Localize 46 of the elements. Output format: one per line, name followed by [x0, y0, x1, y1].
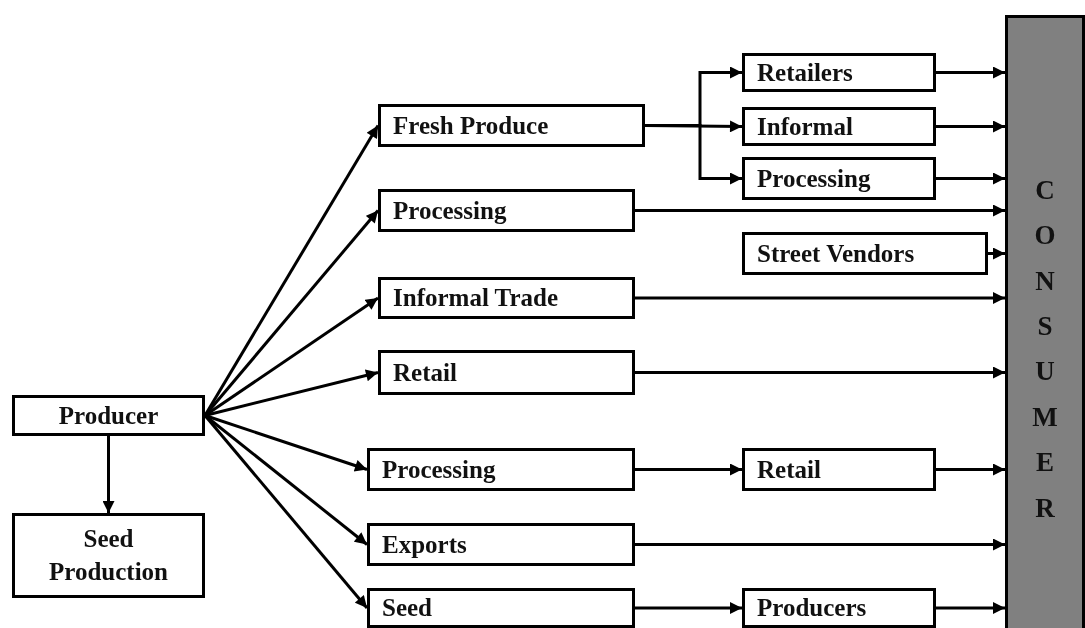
node-label: Retailers	[757, 58, 853, 87]
node-label: Processing	[393, 196, 507, 225]
node-label: Exports	[382, 530, 467, 559]
consumer-bar	[1005, 15, 1085, 628]
node-label: Retail	[757, 455, 821, 484]
arrow	[645, 124, 742, 185]
node-label: Producer	[58, 401, 159, 430]
arrow	[936, 602, 1005, 614]
process-box	[12, 513, 205, 598]
arrow	[635, 292, 1005, 304]
node-label: Fresh Produce	[393, 111, 549, 140]
node-label: Seed	[382, 594, 432, 622]
node-label: Retail	[393, 358, 457, 387]
process-box	[742, 53, 936, 92]
process-box	[378, 189, 635, 232]
arrow	[988, 247, 1005, 260]
process-box	[367, 448, 635, 491]
process-box	[367, 523, 635, 566]
arrow	[635, 463, 742, 476]
arrow	[635, 204, 1005, 217]
node-label: Informal Trade	[393, 284, 559, 312]
process-box	[12, 395, 205, 436]
process-box	[742, 588, 936, 628]
process-box	[742, 157, 936, 200]
arrow	[635, 366, 1005, 379]
arrow	[635, 602, 742, 614]
node-label: Informal	[757, 112, 853, 141]
process-box	[367, 588, 635, 628]
process-box	[378, 277, 635, 319]
process-box	[378, 350, 635, 395]
process-box	[742, 232, 988, 275]
node-label: Street Vendors	[757, 239, 915, 268]
arrow	[102, 436, 115, 513]
arrow	[936, 463, 1005, 476]
arrow	[936, 120, 1005, 133]
node-label: Seed Production	[48, 524, 169, 587]
node-label: CONSUMER	[1031, 174, 1059, 525]
process-box	[742, 107, 936, 146]
process-box	[378, 104, 645, 147]
node-label: Processing	[382, 455, 496, 484]
arrow	[936, 66, 1005, 79]
node-label: Producers	[757, 594, 867, 622]
node-label: Processing	[757, 164, 871, 193]
arrow	[635, 538, 1005, 551]
process-box	[742, 448, 936, 491]
arrow	[936, 172, 1005, 185]
